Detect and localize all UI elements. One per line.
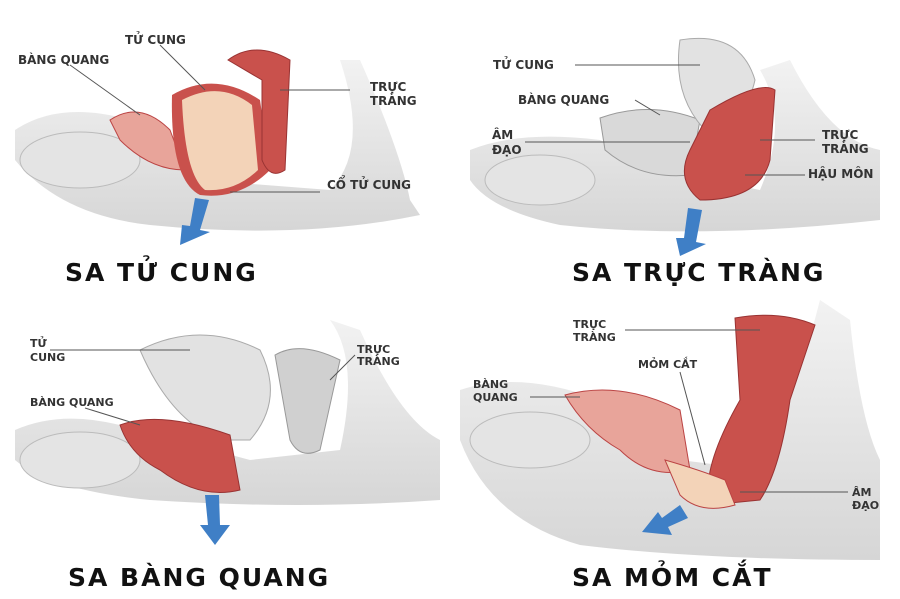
label-rectum-line1: TRỰC: [357, 343, 391, 356]
label-uterus-line2: CUNG: [30, 351, 66, 364]
label-rectum-line2: TRÀNG: [357, 355, 400, 368]
panel-title-uterine-prolapse: SA TỬ CUNG: [65, 258, 258, 287]
panel-cystocele-art: [15, 320, 440, 545]
panel-title-vault-prolapse: SA MỎM CẮT: [572, 563, 773, 592]
panel-rectal-prolapse-art: [470, 37, 880, 256]
label-anus: HẬU MÔN: [808, 167, 874, 181]
label-cervix: CỔ TỬ CUNG: [327, 178, 412, 192]
label-uterus: TỬ CUNG: [125, 33, 186, 47]
label-bladder: BÀNG QUANG: [18, 53, 110, 67]
label-rectum-line1: TRỰC: [370, 80, 407, 94]
label-rectum-line2: TRÀNG: [573, 331, 616, 344]
label-rectum-line2: TRÀNG: [370, 94, 417, 108]
label-rectum-line2: TRÀNG: [822, 142, 869, 156]
label-rectum-line1: TRỰC: [822, 128, 859, 142]
label-bladder: BÀNG QUANG: [30, 396, 114, 409]
panel-vault-prolapse-art: [460, 300, 880, 560]
arrow-down-icon: [642, 505, 688, 535]
label-vagina-line1: ÂM: [852, 486, 872, 499]
panel-title-cystocele: SA BÀNG QUANG: [68, 563, 331, 592]
label-vaginal-vault: MỎM CẮT: [638, 358, 698, 371]
label-uterus: TỬ CUNG: [493, 58, 554, 72]
arrow-down-icon: [180, 198, 210, 245]
panel-title-rectal-prolapse: SA TRỰC TRÀNG: [572, 258, 826, 287]
label-uterus-line1: TỬ: [30, 337, 47, 350]
panel-uterine-prolapse-art: [15, 44, 420, 245]
label-vagina-line1: ÂM: [492, 128, 514, 142]
label-bladder-line1: BÀNG: [473, 378, 509, 391]
label-bladder: BÀNG QUANG: [518, 93, 610, 107]
label-rectum-line1: TRỰC: [573, 318, 607, 331]
label-vagina-line2: ĐẠO: [852, 499, 880, 512]
label-vagina-line2: ĐẠO: [492, 143, 522, 157]
arrow-down-icon: [200, 495, 230, 545]
arrow-down-icon: [676, 208, 706, 256]
label-bladder-line2: QUANG: [473, 391, 518, 404]
